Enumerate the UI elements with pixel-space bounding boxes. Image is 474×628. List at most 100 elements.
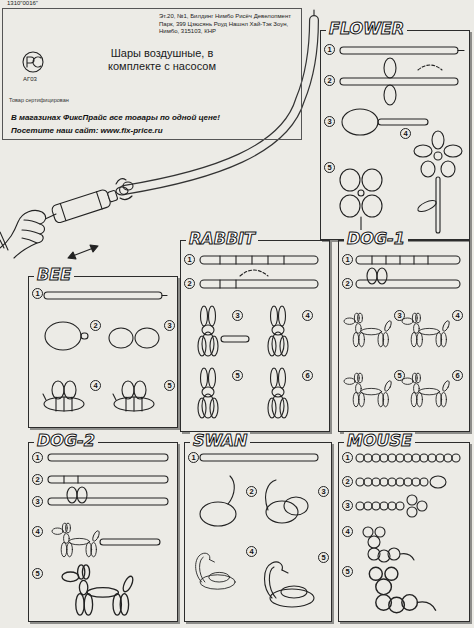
flower-steps-part	[416, 198, 438, 214]
push-pull-arrow-part	[68, 252, 76, 259]
bee-steps-part	[43, 381, 84, 411]
long-balloon-part	[313, 10, 314, 15]
flower-steps-part	[340, 169, 360, 191]
flower-steps-part	[414, 145, 432, 157]
push-pull-arrow	[68, 245, 98, 259]
address-text: Эт.20, №1, Билдинг Нимбо Рисёч Девелопме…	[159, 13, 299, 36]
callout-number: 5	[164, 380, 175, 391]
step-panel: MOUSE	[338, 442, 470, 622]
dog2-steps-part	[77, 487, 87, 503]
hand-part	[0, 210, 46, 258]
dog2-steps-part-part	[52, 523, 101, 557]
hand	[0, 210, 46, 258]
shop-slogan: В магазинах ФиксПрайс все товары по одно…	[11, 113, 220, 123]
mouse-steps-part	[396, 454, 404, 462]
flower-steps-part	[378, 119, 428, 125]
callout-number: 2	[32, 474, 43, 485]
mouse-steps-part	[430, 476, 446, 488]
mouse-steps-part	[404, 478, 412, 486]
pump-part	[116, 179, 132, 200]
flower-steps-part	[421, 161, 435, 177]
long-balloon-part	[124, 20, 314, 190]
flower-steps-part	[441, 161, 455, 177]
dog1-steps	[344, 256, 460, 407]
mouse-steps-part-part	[369, 567, 435, 613]
bee-steps-part	[81, 333, 88, 339]
callout-number: 3	[394, 310, 405, 321]
flower-steps-part	[384, 85, 396, 105]
callout-number: 1	[184, 254, 195, 265]
flower-steps-part	[434, 152, 442, 160]
mouse-steps-part	[436, 454, 444, 462]
flower-steps-part	[362, 169, 382, 191]
pump-part-part	[60, 192, 102, 221]
callout-number: 1	[342, 452, 353, 463]
rabbit-steps	[198, 256, 318, 418]
callout-number: 3	[164, 320, 175, 331]
mouse-steps-part	[364, 502, 372, 510]
mouse-steps-part	[356, 478, 364, 486]
flower-steps-part	[358, 190, 364, 196]
flower-steps-part	[340, 78, 458, 85]
dog1-steps-part	[377, 268, 387, 284]
panel-title: RABBIT	[186, 230, 258, 248]
step-panel: FLOWER	[320, 30, 470, 240]
dog2-steps-part	[48, 498, 168, 505]
dog1-steps-part-part	[344, 313, 393, 347]
dog2-steps-part	[62, 565, 135, 615]
mouse-steps-part	[420, 454, 428, 462]
mouse-steps-part	[404, 454, 412, 462]
mouse-steps-part	[372, 478, 380, 486]
bee-steps-part	[44, 292, 162, 299]
mouse-steps-part	[380, 454, 388, 462]
callout-number: 2	[324, 75, 335, 86]
step-panel: RABBIT	[180, 240, 330, 432]
rabbit-steps-part	[220, 280, 236, 288]
mouse-steps-part	[407, 495, 417, 505]
panel-title: SWAN	[190, 432, 250, 450]
dog1-steps-part	[372, 256, 428, 264]
dog2-steps-part-part	[62, 565, 135, 615]
dog1-steps-part	[367, 268, 377, 284]
swan-steps-part	[265, 562, 315, 607]
panel-title: DOG-2	[34, 432, 98, 450]
push-pull-arrow-part	[90, 245, 98, 252]
dog2-steps-part	[100, 539, 160, 545]
panel-title: BEE	[34, 266, 74, 284]
mouse-steps	[356, 454, 460, 613]
dog1-steps-part-part	[344, 373, 393, 407]
callout-number: 4	[302, 310, 313, 321]
pump-part	[51, 186, 119, 224]
callout-number: 5	[318, 552, 329, 563]
rabbit-steps-part	[220, 256, 284, 264]
cert-code: АГ03	[22, 76, 38, 83]
mouse-steps-part	[369, 567, 435, 613]
mouse-steps-part	[452, 454, 460, 462]
callout-number: 2	[184, 278, 195, 289]
mouse-steps-part	[417, 501, 427, 511]
long-balloon	[124, 10, 314, 190]
dog1-steps-part	[402, 373, 451, 407]
flower-steps-part	[432, 131, 444, 149]
callout-number: 4	[90, 380, 101, 391]
info-box: Эт.20, №1, Билдинг Нимбо Рисёч Девелопме…	[2, 8, 302, 140]
dog2-steps-part	[48, 454, 168, 461]
flower-steps-part	[340, 47, 458, 54]
callout-number: 4	[452, 310, 463, 321]
flower-steps-part	[342, 109, 378, 135]
hand-part	[22, 220, 40, 243]
bee-steps-part	[109, 328, 133, 348]
mouse-steps-part	[412, 478, 420, 486]
callout-number: 6	[452, 370, 463, 381]
rabbit-steps-part	[198, 306, 218, 356]
swan-steps-part-part	[196, 553, 236, 589]
callout-number: 4	[400, 128, 411, 139]
rabbit-steps-part	[200, 256, 318, 264]
mouse-steps-part	[420, 478, 428, 486]
callout-number: 4	[342, 526, 353, 537]
callout-number: 3	[232, 310, 243, 321]
swan-steps-part	[200, 502, 236, 526]
callout-number: 5	[342, 566, 353, 577]
step-panel: DOG-2	[28, 442, 178, 622]
